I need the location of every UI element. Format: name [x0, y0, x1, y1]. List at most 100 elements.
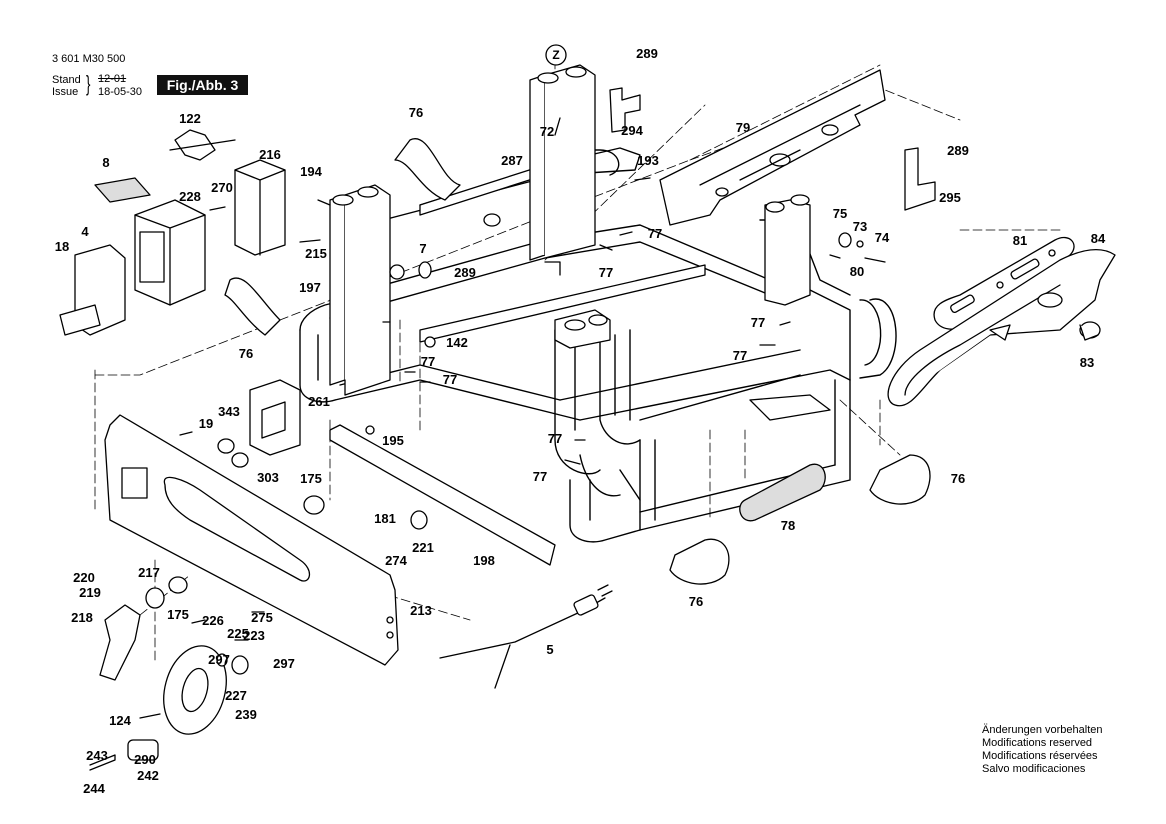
front-panel-213	[104, 414, 399, 666]
callout-77: 77	[599, 265, 613, 280]
part-84-plate	[887, 248, 1116, 407]
callout-270: 270	[211, 180, 233, 195]
callout-297: 297	[273, 656, 295, 671]
foot-caps-76	[224, 138, 931, 585]
callout-76: 76	[239, 346, 253, 361]
callout-287: 287	[501, 153, 523, 168]
callout-z-marker: Z	[545, 44, 567, 66]
callout-295: 295	[939, 190, 961, 205]
callout-218: 218	[71, 610, 93, 625]
callout-294: 294	[621, 123, 643, 138]
callout-228: 228	[179, 189, 201, 204]
callout-74: 74	[875, 230, 890, 245]
callout-175: 175	[167, 607, 189, 622]
callout-275: 275	[251, 610, 273, 625]
callout-216: 216	[259, 147, 281, 162]
callout-197: 197	[299, 280, 321, 295]
callout-5: 5	[546, 642, 553, 657]
callout-198: 198	[473, 553, 495, 568]
callout-194: 194	[300, 164, 322, 179]
modifications-notes: Änderungen vorbehalten Modifications res…	[982, 724, 1102, 776]
callout-221: 221	[412, 540, 434, 555]
callout-289: 289	[636, 46, 658, 61]
callout-124: 124	[109, 713, 131, 728]
callout-76: 76	[409, 105, 423, 120]
part-79-bracket	[659, 69, 886, 226]
callout-193: 193	[637, 153, 659, 168]
callout-77: 77	[443, 372, 457, 387]
callout-83: 83	[1080, 355, 1094, 370]
callout-77: 77	[421, 354, 435, 369]
label-8	[94, 177, 151, 203]
switch-box-228	[134, 199, 206, 306]
note-line: Modifications réservées	[982, 750, 1098, 762]
handle-grip-78	[739, 463, 826, 522]
callout-73: 73	[853, 219, 867, 234]
note-line: Modifications reserved	[982, 737, 1093, 749]
part-83-knob	[1079, 321, 1101, 341]
stand-value: 12-01	[98, 73, 127, 85]
callout-77: 77	[733, 348, 747, 363]
part-number: 3 601 M30 500	[52, 53, 126, 65]
callout-142: 142	[446, 335, 468, 350]
callout-122: 122	[179, 111, 201, 126]
issue-label: Issue	[52, 86, 79, 98]
callout-77: 77	[648, 226, 662, 241]
callout-19: 19	[199, 416, 213, 431]
callout-226: 226	[202, 613, 224, 628]
callout-84: 84	[1091, 231, 1106, 246]
callout-77: 77	[548, 431, 562, 446]
callout-8: 8	[102, 155, 109, 170]
callout-223: 223	[243, 628, 265, 643]
callout-195: 195	[382, 433, 404, 448]
callout-213: 213	[410, 603, 432, 618]
callout-4: 4	[81, 224, 89, 239]
brace-glyph: }	[86, 71, 91, 96]
callout-297: 297	[208, 652, 230, 667]
callout-303: 303	[257, 470, 279, 485]
callout-239: 239	[235, 707, 257, 722]
callout-274: 274	[385, 553, 407, 568]
cover-216	[234, 159, 286, 256]
callout-72: 72	[540, 124, 554, 139]
stand-label: Stand	[52, 74, 81, 86]
callout-81: 81	[1013, 233, 1027, 248]
part-81-plate	[933, 236, 1075, 330]
callout-243: 243	[86, 748, 108, 763]
callout-290: 290	[134, 752, 156, 767]
callout-z-letter: Z	[552, 48, 559, 62]
callout-76: 76	[689, 594, 703, 609]
callout-75: 75	[833, 206, 847, 221]
bracket-295	[904, 147, 936, 211]
callout-227: 227	[225, 688, 247, 703]
callout-78: 78	[781, 518, 795, 533]
callout-219: 219	[79, 585, 101, 600]
callout-77: 77	[751, 315, 765, 330]
rail-198	[329, 424, 556, 566]
callout-225: 225	[227, 626, 249, 641]
clip-122	[169, 129, 236, 161]
callout-18: 18	[55, 239, 69, 254]
small-hardware	[89, 117, 886, 771]
callout-79: 79	[736, 120, 750, 135]
note-line: Änderungen vorbehalten	[982, 724, 1103, 736]
callout-181: 181	[374, 511, 396, 526]
power-cord-5	[439, 584, 613, 689]
callout-289: 289	[947, 143, 969, 158]
callout-289: 289	[454, 265, 476, 280]
callout-343: 343	[218, 404, 240, 419]
callout-261: 261	[308, 394, 330, 409]
callout-242: 242	[137, 768, 159, 783]
callout-77: 77	[533, 469, 547, 484]
vertical-posts	[329, 64, 811, 396]
knob-239	[163, 645, 227, 735]
issue-value: 18-05-30	[98, 86, 143, 98]
callout-220: 220	[73, 570, 95, 585]
callout-76: 76	[951, 471, 965, 486]
callout-244: 244	[83, 781, 105, 796]
callout-80: 80	[850, 264, 864, 279]
callout-175: 175	[300, 471, 322, 486]
